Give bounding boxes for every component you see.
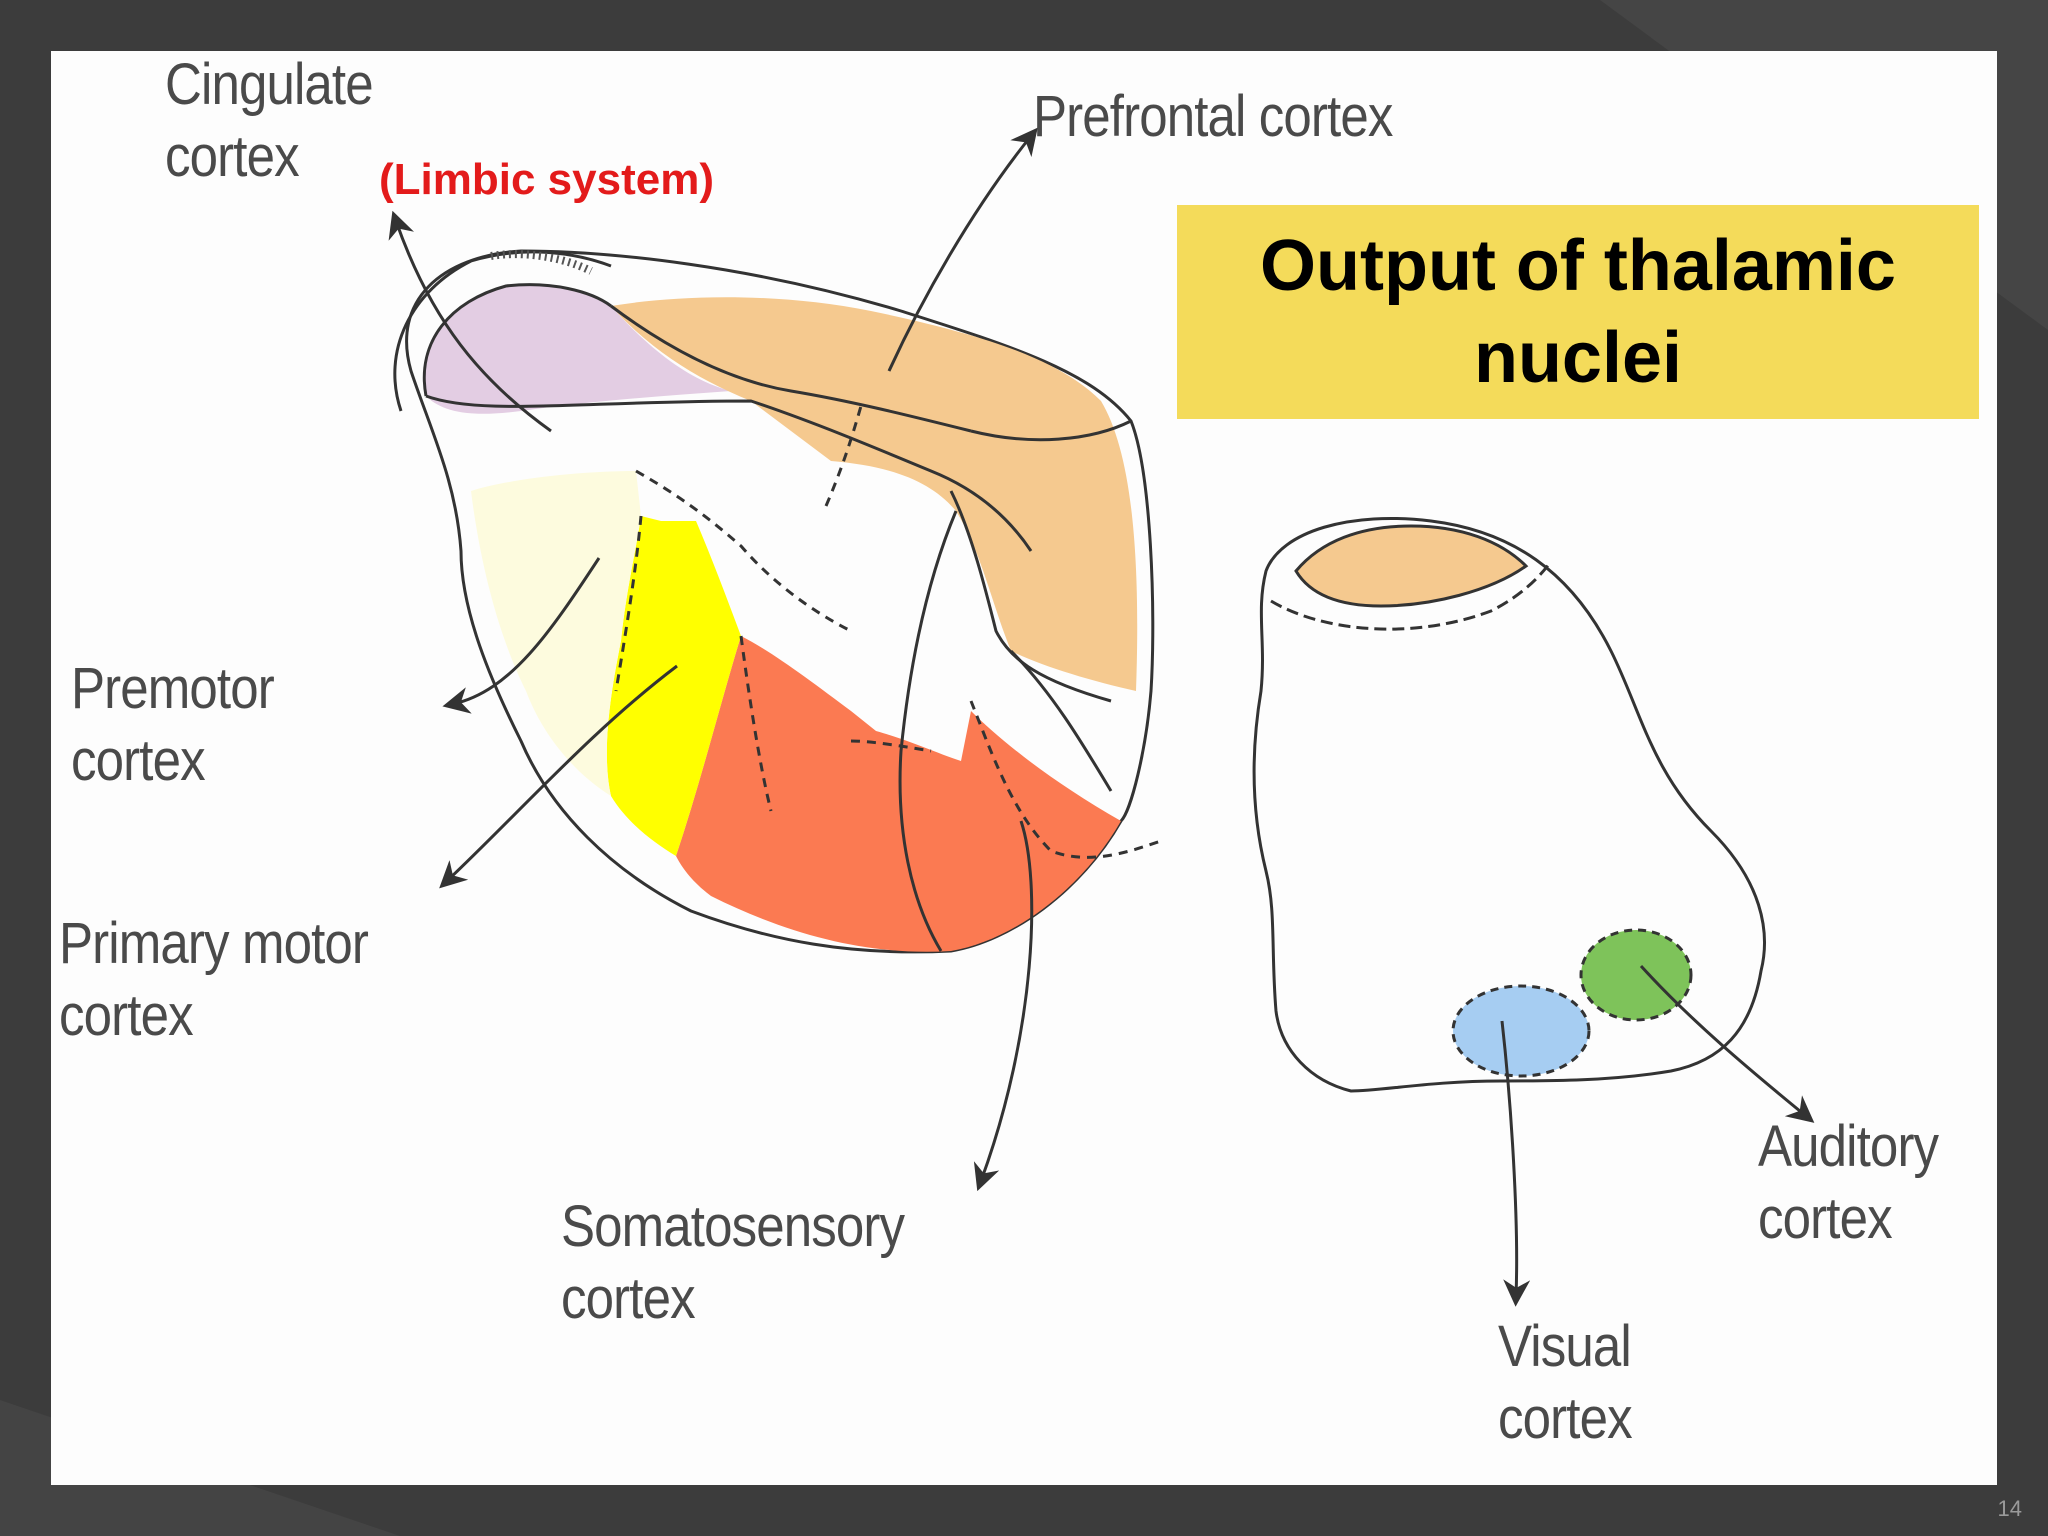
slide: Cingulate cortex (Limbic system) Prefron… — [51, 51, 1997, 1485]
somatosensory-region — [676, 636, 1121, 952]
arrow-auditory — [1639, 964, 1815, 1123]
prefrontal-region — [611, 297, 1138, 691]
label-auditory-cortex: Auditory cortex — [1758, 1114, 1939, 1251]
arrow-cingulate — [388, 210, 552, 433]
label-prefrontal-cortex: Prefrontal cortex — [1033, 84, 1393, 149]
title-box: Output of thalamic nuclei — [1177, 205, 1979, 419]
right-prefrontal-region — [1294, 524, 1529, 608]
label-cingulate-cortex: Cingulate cortex — [165, 52, 374, 189]
arrow-somatosensory — [973, 820, 1034, 1192]
label-visual-cortex: Visual cortex — [1498, 1314, 1633, 1451]
primary-motor-region — [606, 516, 741, 856]
arrow-premotor — [442, 557, 601, 714]
label-premotor-cortex: Premotor cortex — [71, 656, 275, 793]
auditory-cortex-region — [1579, 928, 1693, 1022]
arrow-primary-motor — [439, 664, 678, 889]
brain-diagram — [388, 127, 1815, 1307]
arrow-visual — [1500, 1020, 1531, 1307]
cingulate-region — [424, 284, 731, 414]
arrow-prefrontal — [887, 127, 1038, 372]
label-primary-motor-cortex: Primary motor cortex — [59, 911, 369, 1048]
label-somatosensory-cortex: Somatosensory cortex — [561, 1194, 905, 1331]
visual-cortex-region — [1451, 984, 1591, 1078]
page-number: 14 — [1997, 1496, 2022, 1521]
label-limbic-system: (Limbic system) — [379, 155, 714, 204]
premotor-region — [471, 471, 641, 796]
slide-title: Output of thalamic nuclei — [1260, 226, 1896, 398]
